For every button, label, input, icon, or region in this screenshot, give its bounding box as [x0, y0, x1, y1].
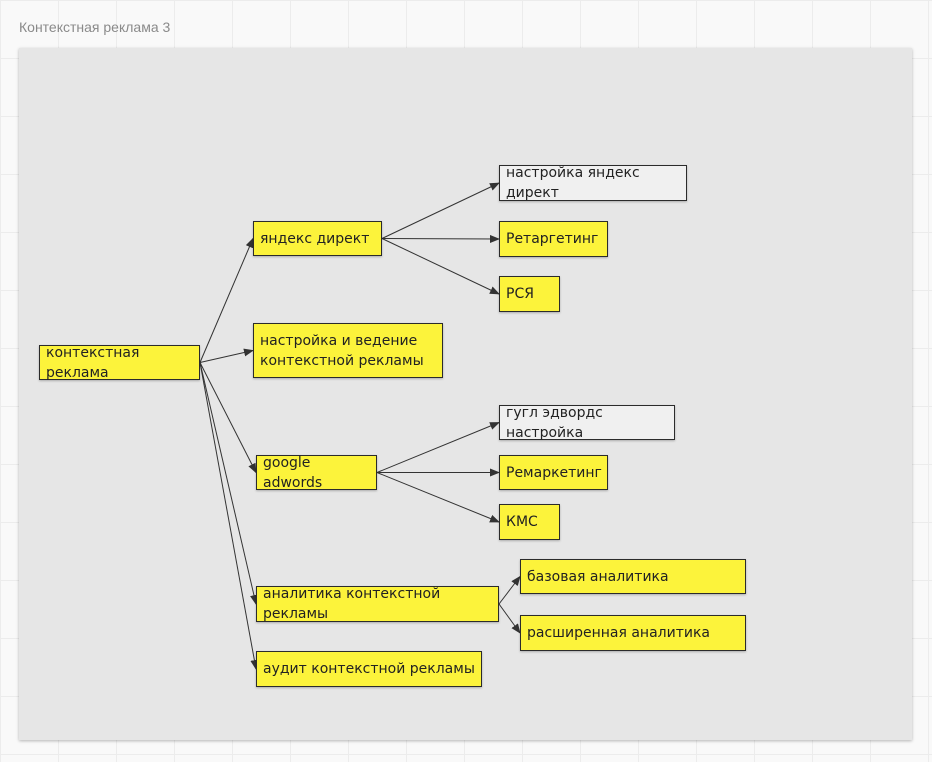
connector-root-to-audit[interactable] [199, 362, 259, 670]
node-basic-analytics[interactable]: базовая аналитика [520, 559, 746, 594]
connector-analytics-to-advanced_analytics[interactable] [498, 603, 521, 634]
node-google-adwords[interactable]: google adwords [256, 455, 377, 491]
node-rsya[interactable]: РСЯ [499, 276, 560, 312]
connector-root-to-google_adwords[interactable] [199, 362, 257, 474]
frame-title: Контекстная реклама 3 [19, 19, 171, 35]
node-retargeting[interactable]: Ретаргетинг [499, 221, 608, 257]
connector-analytics-to-basic_analytics[interactable] [498, 575, 521, 605]
connector-google_adwords-to-kms[interactable] [376, 472, 500, 523]
connector-root-to-analytics[interactable] [199, 362, 258, 605]
node-advanced-analytics[interactable]: расширенная аналитика [520, 615, 746, 651]
node-analytics[interactable]: аналитика контекстной рекламы [256, 586, 499, 622]
node-yandex-direct[interactable]: яндекс директ [253, 221, 382, 256]
connector-yandex_direct-to-rsya[interactable] [381, 238, 500, 295]
node-setup-and-management[interactable]: настройка и ведение контекстной рекламы [253, 323, 443, 378]
connector-yandex_direct-to-retargeting[interactable] [381, 234, 500, 243]
connector-yandex_direct-to-yandex_setup[interactable] [381, 182, 500, 239]
connector-google_adwords-to-adwords_setup[interactable] [376, 422, 500, 473]
node-remarketing[interactable]: Ремаркетинг [499, 455, 608, 490]
node-yandex-setup[interactable]: настройка яндекс директ [499, 165, 687, 201]
node-adwords-setup[interactable]: гугл эдвордс настройка [499, 405, 675, 441]
connector-root-to-setup_and_management[interactable] [199, 348, 254, 363]
connector-root-to-yandex_direct[interactable] [199, 237, 254, 363]
diagram-frame [19, 48, 912, 740]
node-kms[interactable]: КМС [499, 504, 560, 540]
node-root[interactable]: контекстная реклама [39, 345, 200, 381]
node-audit[interactable]: аудит контекстной рекламы [256, 651, 482, 687]
